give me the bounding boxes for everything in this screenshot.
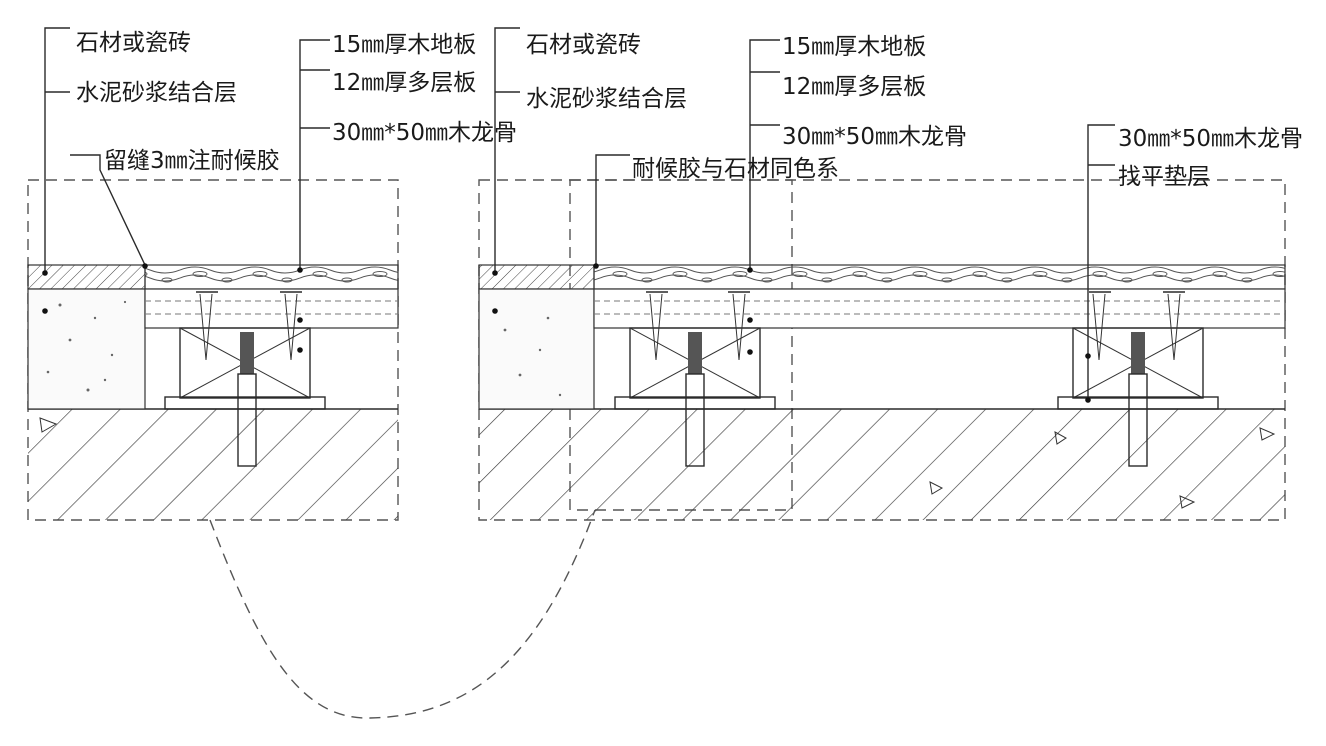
right-label-joist: 30㎜*50㎜木龙骨 <box>782 124 967 150</box>
left-mortar-bed <box>27 288 146 410</box>
right-label-leveling-layer: 找平垫层 <box>1118 164 1210 190</box>
detail-callout-connector <box>209 509 596 719</box>
right-label-wood-floor: 15㎜厚木地板 <box>782 34 926 60</box>
left-adjust-bolt <box>240 332 254 374</box>
right-plywood <box>593 288 1286 329</box>
right-concrete-slab <box>479 409 1285 520</box>
right-label-stone-tile: 石材或瓷砖 <box>526 32 641 58</box>
left-label-joist: 30㎜*50㎜木龙骨 <box>332 120 517 146</box>
right-stone-tile <box>478 264 595 290</box>
right-adjust-bolt-2 <box>1131 332 1145 374</box>
left-label-mortar-layer: 水泥砂浆结合层 <box>76 80 237 106</box>
right-mortar-bed <box>478 288 595 410</box>
right-joist-2 <box>1072 327 1204 399</box>
right-joist-1 <box>629 327 761 399</box>
right-label-joist-far: 30㎜*50㎜木龙骨 <box>1118 126 1303 152</box>
left-label-wood-floor: 15㎜厚木地板 <box>332 32 476 58</box>
left-label-plywood: 12㎜厚多层板 <box>332 70 476 96</box>
right-label-plywood: 12㎜厚多层板 <box>782 74 926 100</box>
left-concrete-slab <box>28 409 398 520</box>
right-label-sealant-color: 耐候胶与石材同色系 <box>632 156 839 182</box>
right-label-mortar-layer: 水泥砂浆结合层 <box>526 86 687 112</box>
left-wood-floor <box>144 264 399 290</box>
right-adjust-bolt-1 <box>688 332 702 374</box>
right-wood-floor <box>593 264 1286 290</box>
left-label-gap-sealant: 留缝3㎜注耐候胶 <box>104 148 280 174</box>
right-detail: 石材或瓷砖 水泥砂浆结合层 耐候胶与石材同色系 15㎜厚木地板 12㎜厚多层板 … <box>478 27 1303 521</box>
left-joist <box>179 327 311 399</box>
left-label-stone-tile: 石材或瓷砖 <box>76 30 191 56</box>
left-plywood <box>144 288 399 329</box>
left-detail: 石材或瓷砖 水泥砂浆结合层 留缝3㎜注耐候胶 15㎜厚木地板 12㎜厚多层板 3… <box>27 27 517 521</box>
